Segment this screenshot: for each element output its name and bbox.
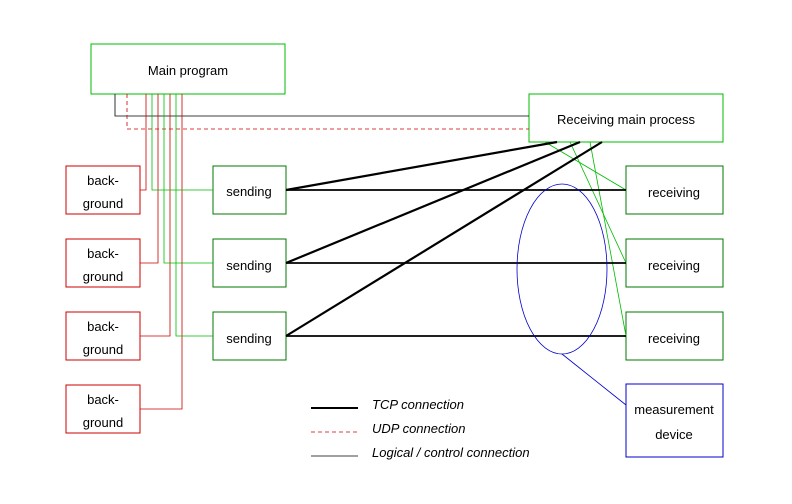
legend-udp-label: UDP connection <box>372 421 465 436</box>
measurement-ellipse <box>516 183 608 355</box>
background-box-4: back- ground <box>65 384 141 434</box>
background-label-line2: ground <box>83 269 123 284</box>
background-label-line1: back- <box>87 173 119 188</box>
background-label-line1: back- <box>87 246 119 261</box>
main-to-sending-line-3 <box>175 94 213 337</box>
legend: TCP connection UDP connection Logical / … <box>311 397 530 460</box>
main-to-receiver-logical-line <box>114 94 529 117</box>
main-to-background-line-1 <box>140 94 147 191</box>
sending-box-3: sending <box>212 311 287 361</box>
receiving-box-2: receiving <box>625 238 724 288</box>
background-label-line2: ground <box>83 415 123 430</box>
receiving-main-process-label: Receiving main process <box>557 112 696 127</box>
receiving-box-3: receiving <box>625 311 724 361</box>
receiver-main-to-receiving-line-1 <box>544 141 627 191</box>
sending-label: sending <box>226 184 272 199</box>
main-to-background-line-4 <box>140 94 183 410</box>
background-box-1: back- ground <box>65 165 141 215</box>
measurement-label-line1: measurement <box>634 402 714 417</box>
main-to-sending-line-2 <box>163 94 213 264</box>
sending-label: sending <box>226 331 272 346</box>
legend-tcp-label: TCP connection <box>372 397 464 412</box>
measurement-label-line2: device <box>655 427 693 442</box>
main-to-receiver-udp-line <box>126 94 529 130</box>
receiver-main-to-receiving-line-2 <box>569 141 627 264</box>
main-to-background-line-3 <box>140 94 171 337</box>
background-box-2: back- ground <box>65 238 141 288</box>
main-to-background-line-2 <box>140 94 159 264</box>
main-program-label: Main program <box>148 63 228 78</box>
background-box-3: back- ground <box>65 311 141 361</box>
tcp-sending-to-receiver-main-2 <box>285 140 581 265</box>
receiving-label: receiving <box>648 331 700 346</box>
measurement-device-box: measurement device <box>625 383 724 458</box>
sending-label: sending <box>226 258 272 273</box>
tcp-sending-to-receiver-main-1 <box>285 140 558 192</box>
measurement-link-line <box>561 353 627 406</box>
receiving-label: receiving <box>648 185 700 200</box>
background-label-line1: back- <box>87 319 119 334</box>
tcp-sending-to-receiver-main-3 <box>285 141 603 337</box>
receiving-label: receiving <box>648 258 700 273</box>
sending-box-2: sending <box>212 238 287 288</box>
background-label-line1: back- <box>87 392 119 407</box>
receiving-box-1: receiving <box>625 165 724 215</box>
main-program-box: Main program <box>90 43 286 95</box>
main-to-sending-line-1 <box>151 94 213 191</box>
receiving-main-process-box: Receiving main process <box>528 93 724 143</box>
background-label-line2: ground <box>83 196 123 211</box>
background-label-line2: ground <box>83 342 123 357</box>
sending-box-1: sending <box>212 165 287 215</box>
receiver-main-to-receiving-line-3 <box>589 141 627 337</box>
legend-logical-label: Logical / control connection <box>372 445 530 460</box>
